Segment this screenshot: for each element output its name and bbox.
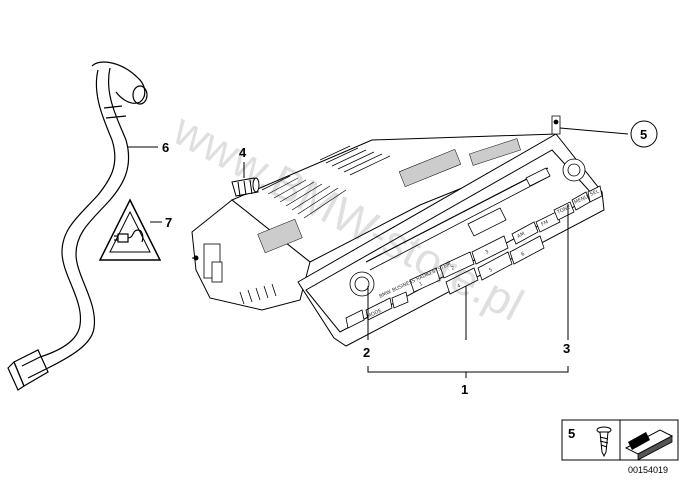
- callout-1: 1: [461, 382, 468, 397]
- preset-button-6[interactable]: [509, 235, 545, 265]
- preset-label-3: 3: [484, 249, 489, 256]
- callout-4: 4: [239, 145, 247, 160]
- tone-label: TONE: [555, 205, 571, 217]
- preset-label-2: 2: [450, 265, 455, 272]
- radio-unit: [191, 133, 605, 347]
- plug-icon: [114, 229, 144, 243]
- sel-label: SEL: [589, 188, 600, 197]
- sel-button[interactable]: [587, 185, 603, 203]
- legend-number: 5: [568, 426, 575, 441]
- preset-button-4[interactable]: [445, 267, 479, 295]
- callout-labels: 6 4 7 5 2 3 1: [162, 120, 658, 397]
- cooling-ribs: [261, 145, 391, 219]
- left-arrow-button[interactable]: [345, 309, 365, 329]
- callout-5-circle: [630, 120, 658, 148]
- mode-label: MODE: [366, 308, 382, 320]
- mode-button[interactable]: [365, 297, 393, 321]
- callout-2: 2: [363, 345, 370, 360]
- front-panel-details: [345, 115, 603, 329]
- fm-button[interactable]: [535, 211, 561, 233]
- preset-label-1: 1: [418, 281, 423, 288]
- callout-3: 3: [563, 341, 570, 356]
- preset-button-1[interactable]: [409, 267, 441, 293]
- side-vents: [203, 243, 277, 305]
- screw-icon: [596, 426, 612, 458]
- preset-label-6: 6: [520, 251, 525, 258]
- leader-5: [559, 127, 629, 135]
- panel-clip-icon: [624, 429, 674, 461]
- preset-button-2[interactable]: [439, 251, 475, 279]
- fm-label: FM: [540, 219, 549, 227]
- diagram-id: 00154019: [628, 465, 668, 475]
- bushing-part-4: [231, 177, 260, 197]
- preset-label-5: 5: [488, 267, 493, 274]
- tone-button[interactable]: [553, 201, 575, 221]
- am-button[interactable]: [511, 221, 539, 245]
- right-arrow-button[interactable]: [391, 291, 409, 309]
- menu-label: MENU: [573, 194, 589, 206]
- legend-box: 5 00154019: [561, 419, 679, 475]
- preset-button-3[interactable]: [471, 235, 509, 265]
- vent-texture: [257, 138, 521, 254]
- callout-6: 6: [162, 140, 169, 155]
- callout-5: 5: [640, 127, 647, 142]
- preset-button-5[interactable]: [477, 251, 513, 281]
- callout-7: 7: [165, 215, 172, 230]
- antenna-cable: [7, 61, 148, 391]
- warning-label-part-7: [98, 198, 162, 261]
- leader-lines: [128, 127, 629, 378]
- preset-label-4: 4: [456, 283, 461, 290]
- am-label: AM: [516, 231, 526, 240]
- bracket-1: [367, 366, 569, 373]
